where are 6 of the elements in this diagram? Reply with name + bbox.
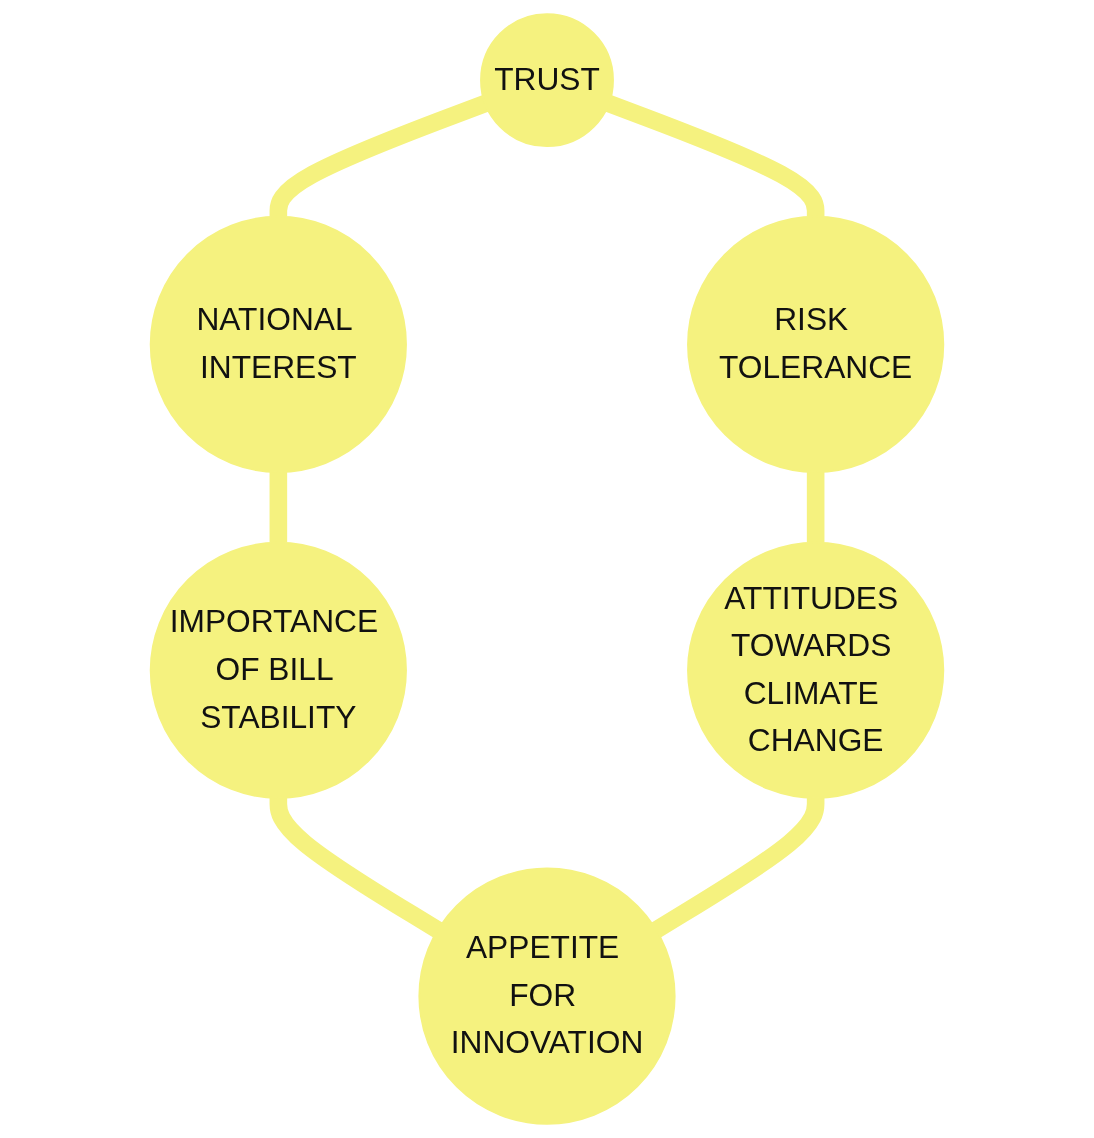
node-circle: RISK TOLERANCE xyxy=(687,215,945,473)
node-circle: TRUST xyxy=(480,13,614,148)
node-circle: ATTITUDES TOWARDS CLIMATE CHANGE xyxy=(687,541,945,799)
node-circle: IMPORTANCE OF BILL STABILITY xyxy=(149,541,407,799)
node-circle: NATIONAL INTEREST xyxy=(149,215,407,473)
node-circle: APPETITE FOR INNOVATION xyxy=(418,867,676,1125)
